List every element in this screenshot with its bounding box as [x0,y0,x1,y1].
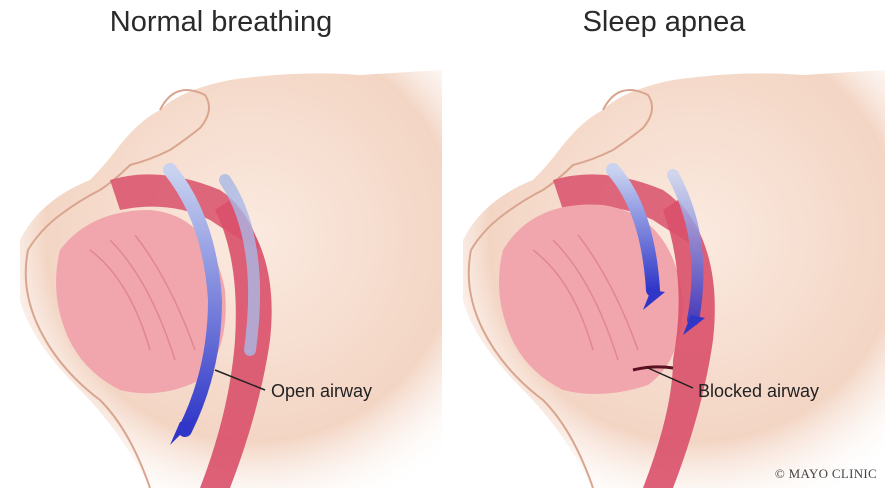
panel-normal-breathing: Normal breathing [0,0,442,488]
blocked-airway-label: Blocked airway [698,381,819,402]
copyright-credit: © MAYO CLINIC [775,466,877,482]
panel-sleep-apnea: Sleep apnea Blocked airway [443,0,885,488]
sleep-apnea-illustration [443,50,885,488]
panel-title: Sleep apnea [443,6,885,39]
panel-title: Normal breathing [0,6,442,39]
normal-breathing-illustration [0,50,442,488]
open-airway-label: Open airway [271,381,372,402]
